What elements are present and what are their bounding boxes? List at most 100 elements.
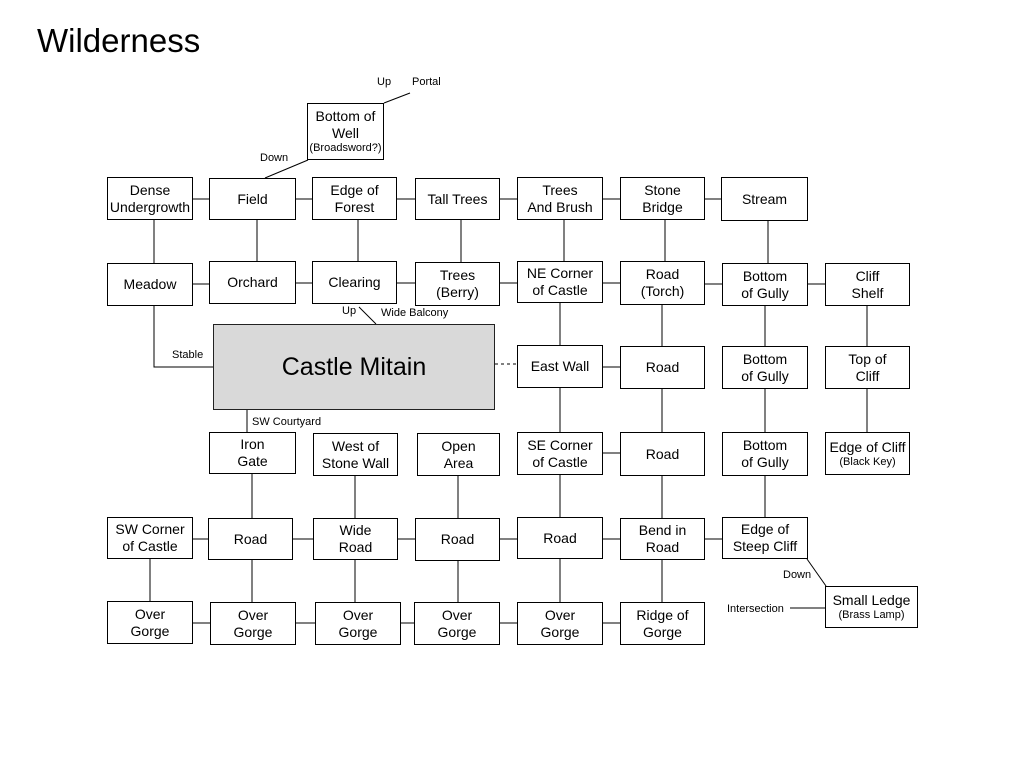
room-castle-mitain: Castle Mitain xyxy=(213,324,495,410)
room-name: Orchard xyxy=(227,274,278,290)
room-bottom-of-gully-3: Bottom of Gully xyxy=(722,432,808,476)
room-name: Stream xyxy=(741,190,788,207)
room-name: Wide Road xyxy=(338,522,373,555)
exit-label-wide-balcony: Wide Balcony xyxy=(381,307,449,319)
room-name: Ridge of Gorge xyxy=(636,606,689,640)
room-ridge-of-gorge: Ridge of Gorge xyxy=(620,602,705,645)
room-name: Top of Cliff xyxy=(848,350,887,384)
room-over-gorge-4: Over Gorge xyxy=(414,602,500,645)
page-title: Wilderness xyxy=(37,22,201,59)
exit-label-sw-courtyard: SW Courtyard xyxy=(252,416,322,428)
room-se-corner-of-castle: SE Corner of Castle xyxy=(517,432,603,475)
room-edge-of-steep-cliff: Edge of Steep Cliff xyxy=(722,517,808,559)
room-over-gorge-3: Over Gorge xyxy=(315,602,401,645)
room-item-note: (Black Key) xyxy=(839,455,896,468)
room-name: Bottom of Well xyxy=(315,108,376,141)
exit-label-stable: Stable xyxy=(172,349,204,361)
room-name: Road xyxy=(645,359,680,375)
room-bend-in-road: Bend in Road xyxy=(620,518,705,560)
room-name: Dense Undergrowth xyxy=(109,181,191,215)
exit-label-intersection: Intersection xyxy=(727,603,784,615)
room-name: Over Gorge xyxy=(130,605,170,639)
room-name: Cliff Shelf xyxy=(851,267,884,301)
room-name: Bottom of Gully xyxy=(741,267,789,301)
room-ne-corner-of-castle: NE Corner of Castle xyxy=(517,261,603,303)
room-name: Clearing xyxy=(328,274,381,290)
room-name: Meadow xyxy=(123,276,177,292)
room-name: Field xyxy=(237,190,268,207)
room-over-gorge-5: Over Gorge xyxy=(517,602,603,645)
room-iron-gate: Iron Gate xyxy=(209,432,296,474)
room-edge-of-cliff: Edge of Cliff (Black Key) xyxy=(825,432,910,475)
room-name: Edge of Steep Cliff xyxy=(732,521,798,554)
room-stone-bridge: Stone Bridge xyxy=(620,177,705,220)
room-west-of-stone-wall: West of Stone Wall xyxy=(313,433,398,476)
room-trees-berry: Trees (Berry) xyxy=(415,262,500,306)
exit-label-down: Down xyxy=(260,152,289,164)
room-road-2: Road xyxy=(415,518,500,561)
room-road-1: Road xyxy=(208,518,293,560)
room-name: Road xyxy=(233,530,268,547)
room-bottom-of-gully-1: Bottom of Gully xyxy=(722,263,808,306)
room-name: Road (Torch) xyxy=(640,266,685,299)
room-bottom-of-gully-2: Bottom of Gully xyxy=(722,346,808,389)
room-name: Over Gorge xyxy=(233,606,273,640)
room-meadow: Meadow xyxy=(107,263,193,306)
room-name: Road xyxy=(543,529,577,546)
room-name: Tall Trees xyxy=(427,190,488,207)
castle-name: Castle Mitain xyxy=(281,353,427,381)
room-name: East Wall xyxy=(530,358,590,374)
room-name: SE Corner of Castle xyxy=(527,436,593,470)
room-road-southeast: Road xyxy=(620,432,705,476)
portal-exit-line xyxy=(383,92,411,104)
room-name: Edge of Forest xyxy=(330,181,379,215)
room-road-3: Road xyxy=(517,517,603,559)
room-item-note: (Broadsword?) xyxy=(309,142,382,154)
room-dense-undergrowth: Dense Undergrowth xyxy=(107,177,193,220)
room-top-of-cliff: Top of Cliff xyxy=(825,346,910,389)
exit-label-up: Up xyxy=(342,305,357,317)
castle-up-exit-line xyxy=(358,306,377,325)
room-east-wall: East Wall xyxy=(517,345,603,388)
room-name: West of Stone Wall xyxy=(321,437,390,471)
room-name: Edge of Cliff xyxy=(829,438,906,455)
exit-label-portal: Portal xyxy=(412,76,441,88)
room-cliff-shelf: Cliff Shelf xyxy=(825,263,910,306)
room-road-torch: Road (Torch) xyxy=(620,261,705,305)
room-name: Road xyxy=(645,445,680,462)
room-name: Bottom of Gully xyxy=(741,437,789,470)
room-name: Small Ledge xyxy=(832,592,911,608)
room-clearing: Clearing xyxy=(312,261,397,304)
room-name: Trees (Berry) xyxy=(436,267,479,300)
exit-label-up: Up xyxy=(377,76,392,88)
room-over-gorge-1: Over Gorge xyxy=(107,601,193,644)
room-name: Bend in Road xyxy=(638,522,687,555)
well-down-exit-line xyxy=(264,159,309,179)
room-orchard: Orchard xyxy=(209,261,296,304)
room-item-note: (Brass Lamp) xyxy=(838,609,905,621)
cliff-down-exit-line xyxy=(806,558,827,587)
room-name: Road xyxy=(440,531,475,547)
room-name: Iron Gate xyxy=(237,436,268,469)
room-edge-of-forest: Edge of Forest xyxy=(312,177,397,220)
room-road-east: Road xyxy=(620,346,705,389)
room-small-ledge: Small Ledge (Brass Lamp) xyxy=(825,586,918,628)
room-name: Over Gorge xyxy=(437,606,477,640)
room-name: Over Gorge xyxy=(338,606,378,640)
room-field: Field xyxy=(209,178,296,220)
exit-label-down: Down xyxy=(783,569,812,581)
room-name: Bottom of Gully xyxy=(741,350,789,384)
room-tall-trees: Tall Trees xyxy=(415,178,500,220)
room-over-gorge-2: Over Gorge xyxy=(210,602,296,645)
room-sw-corner-of-castle: SW Corner of Castle xyxy=(107,517,193,559)
room-wide-road: Wide Road xyxy=(313,518,398,560)
room-bottom-of-well: Bottom of Well (Broadsword?) xyxy=(307,103,384,160)
room-stream: Stream xyxy=(721,177,808,221)
room-name: Trees And Brush xyxy=(527,181,593,215)
room-name: Stone Bridge xyxy=(642,181,683,215)
room-name: Over Gorge xyxy=(540,606,580,640)
room-name: NE Corner of Castle xyxy=(526,265,594,298)
room-name: Open Area xyxy=(441,437,476,471)
stable-exit-line xyxy=(153,306,213,368)
